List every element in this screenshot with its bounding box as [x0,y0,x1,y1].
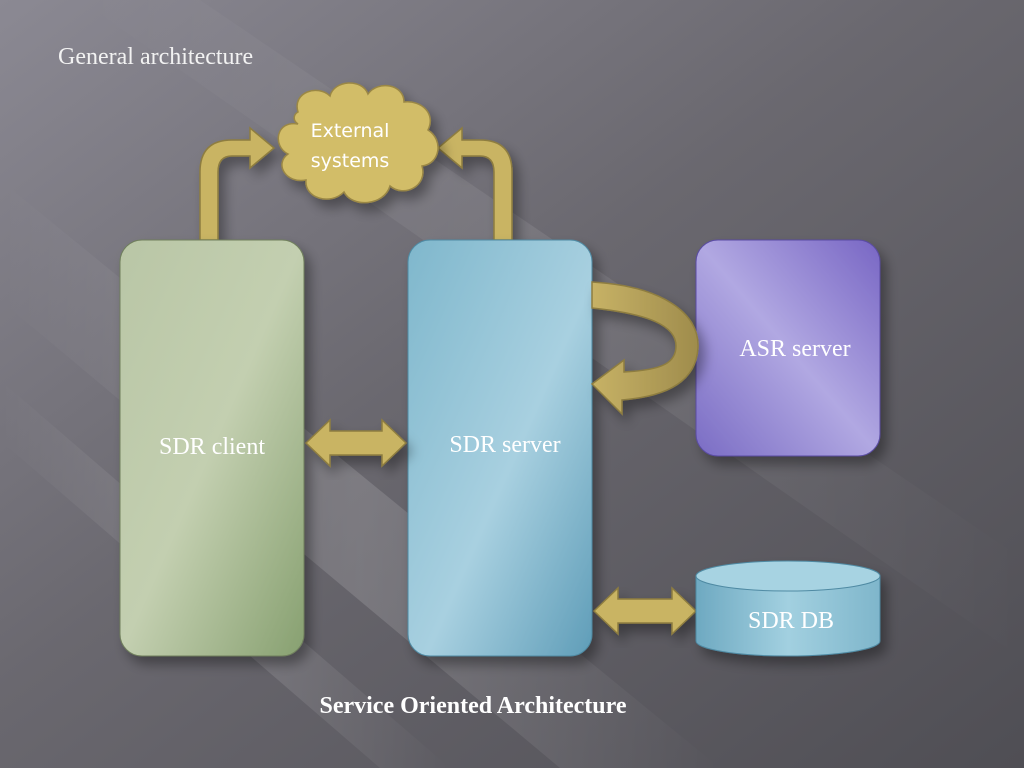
client-server-double-arrow [304,418,408,468]
external-systems-cloud [277,82,439,204]
sdr-server-box [407,239,593,657]
server-db-double-arrow [592,586,698,636]
sdr-client-label: SDR client [159,434,265,460]
sdr-db-cylinder [695,560,881,657]
sdr-server-label: SDR server [449,432,560,458]
client-to-external-arrow [199,126,276,241]
server-to-external-arrow [436,126,513,241]
external-systems-label-line2: systems [311,150,390,172]
slide-title: General architecture [58,44,254,70]
server-asr-curved-arrow [590,281,699,416]
asr-server-label: ASR server [739,336,850,362]
external-systems-label-line1: External [311,120,390,142]
diagram-caption: Service Oriented Architecture [319,693,627,719]
sdr-client-box [119,239,305,657]
sdr-db-label: SDR DB [748,608,834,634]
